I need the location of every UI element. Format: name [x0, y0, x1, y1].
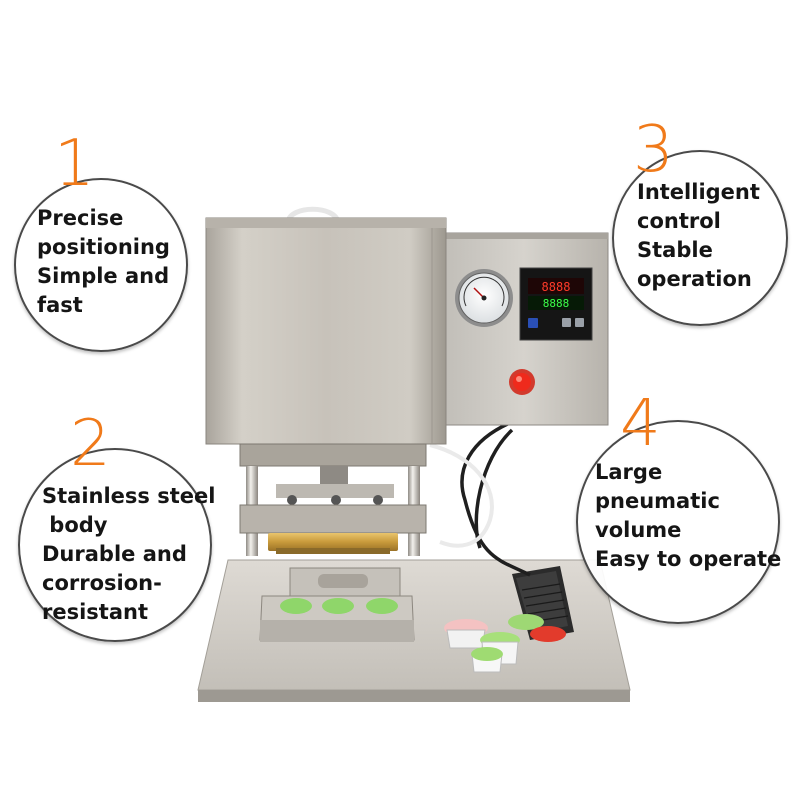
feature-3-line-2: control: [637, 209, 721, 233]
feature-2-text: Stainless steel body Durable and corrosi…: [42, 482, 215, 627]
feature-2-circle: [18, 448, 212, 642]
feature-3-line-1: Intelligent: [637, 180, 760, 204]
feature-3-line-3: Stable: [637, 238, 713, 262]
feature-4-line-4: Easy to operate: [595, 547, 782, 571]
feature-1-line-3: Simple and: [37, 264, 170, 288]
feature-4-line-1: Large: [595, 460, 663, 484]
feature-1-line-4: fast: [37, 293, 83, 317]
feature-4-number: 4: [620, 387, 661, 461]
feature-2-line-3: Durable and: [42, 542, 187, 566]
feature-3-circle: [612, 150, 788, 326]
feature-2-number: 2: [70, 407, 111, 481]
feature-4-text: Large pneumatic volume Easy to operate: [595, 458, 781, 574]
controller-display-bottom: 8888: [543, 297, 570, 310]
upper-press-block: [239, 443, 427, 556]
cables: [460, 420, 531, 577]
feature-2-line-5: resistant: [42, 600, 148, 624]
feature-4-line-2: pneumatic: [595, 489, 720, 513]
feature-2-line-1: Stainless steel: [42, 484, 216, 508]
heated-sealing-die: [268, 533, 398, 554]
lower-mold-fixture: [259, 567, 415, 642]
feature-3-number: 3: [633, 113, 674, 187]
feature-2-line-2: body: [42, 513, 108, 537]
feature-1-circle: [14, 178, 188, 352]
sealed-cups: [444, 614, 566, 673]
feature-3-text: Intelligent control Stable operation: [637, 178, 760, 294]
feature-1-line-2: positioning: [37, 235, 170, 259]
feature-2-line-4: corrosion-: [42, 571, 162, 595]
pressure-gauge: [455, 269, 513, 327]
temperature-controller: 8888 8888: [519, 267, 593, 341]
feature-4-circle: [576, 420, 780, 624]
controller-display-top: 8888: [542, 280, 571, 294]
cylinder-housing: [205, 217, 447, 445]
power-indicator-light: [509, 369, 535, 395]
feature-1-line-1: Precise: [37, 206, 124, 230]
feature-1-number: 1: [54, 127, 95, 201]
feature-3-line-4: operation: [637, 267, 752, 291]
feature-4-line-3: volume: [595, 518, 682, 542]
feature-1-text: Precise positioning Simple and fast: [37, 204, 170, 320]
